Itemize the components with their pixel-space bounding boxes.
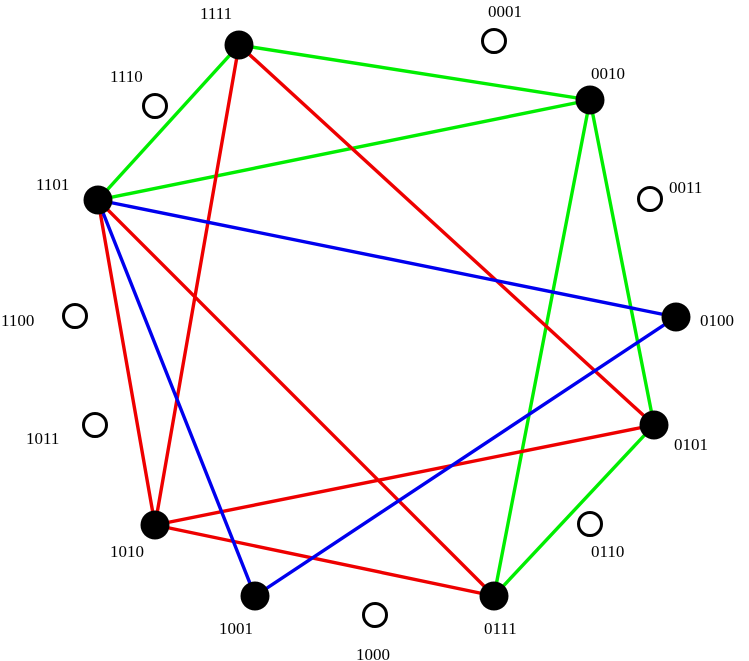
node-open-0001 <box>481 28 507 54</box>
edge-red-1111-0101 <box>237 43 656 427</box>
node-label-1110: 1110 <box>110 67 143 86</box>
node-label-1101: 1101 <box>36 175 69 194</box>
nodes-layer <box>62 28 691 628</box>
node-label-0100: 0100 <box>700 311 734 330</box>
edge-green-1111-0010 <box>237 43 592 102</box>
node-open-1011 <box>82 412 108 438</box>
node-open-0110 <box>577 511 603 537</box>
edge-red-1010-0111 <box>153 523 496 598</box>
edge-blue-1001-0100 <box>253 315 678 598</box>
node-filled-1111 <box>224 30 254 60</box>
node-label-1100: 1100 <box>1 311 34 330</box>
edge-green-1101-0010 <box>96 98 592 202</box>
node-label-0110: 0110 <box>591 542 624 561</box>
edges-layer <box>96 43 678 598</box>
node-label-1010: 1010 <box>110 542 144 561</box>
node-label-1011: 1011 <box>26 429 59 448</box>
node-open-1110 <box>142 93 168 119</box>
edge-green-0101-0111 <box>492 423 656 598</box>
edge-red-1111-1010 <box>153 43 241 527</box>
node-filled-0010 <box>575 85 605 115</box>
edge-blue-1101-1001 <box>96 198 257 598</box>
node-filled-1001 <box>240 581 270 611</box>
node-filled-1010 <box>140 510 170 540</box>
node-filled-0101 <box>639 410 669 440</box>
node-label-1001: 1001 <box>219 619 253 638</box>
node-filled-1101 <box>83 185 113 215</box>
node-label-1111: 1111 <box>200 4 232 23</box>
node-filled-0111 <box>479 581 509 611</box>
node-filled-0100 <box>661 302 691 332</box>
node-label-0001: 0001 <box>488 2 522 21</box>
edge-green-0010-0101 <box>588 98 656 427</box>
node-open-1000 <box>362 602 388 628</box>
node-label-0101: 0101 <box>674 435 708 454</box>
labels-layer: 0001 0010 0011 0100 0101 0110 0111 1000 1001 1010… <box>1 2 734 661</box>
node-label-1000: 1000 <box>356 645 390 661</box>
edge-green-0010-0111 <box>492 98 592 598</box>
edge-red-1010-0101 <box>153 423 656 527</box>
node-label-0111: 0111 <box>484 619 517 638</box>
node-open-1100 <box>62 303 88 329</box>
edge-blue-1101-0100 <box>96 198 678 319</box>
node-label-0011: 0011 <box>669 178 702 197</box>
edge-red-1101-1010 <box>96 198 157 527</box>
node-open-0011 <box>637 186 663 212</box>
edge-red-1101-0111 <box>96 198 496 598</box>
edge-green-1111-1101 <box>96 43 241 202</box>
node-label-0010: 0010 <box>591 64 625 83</box>
